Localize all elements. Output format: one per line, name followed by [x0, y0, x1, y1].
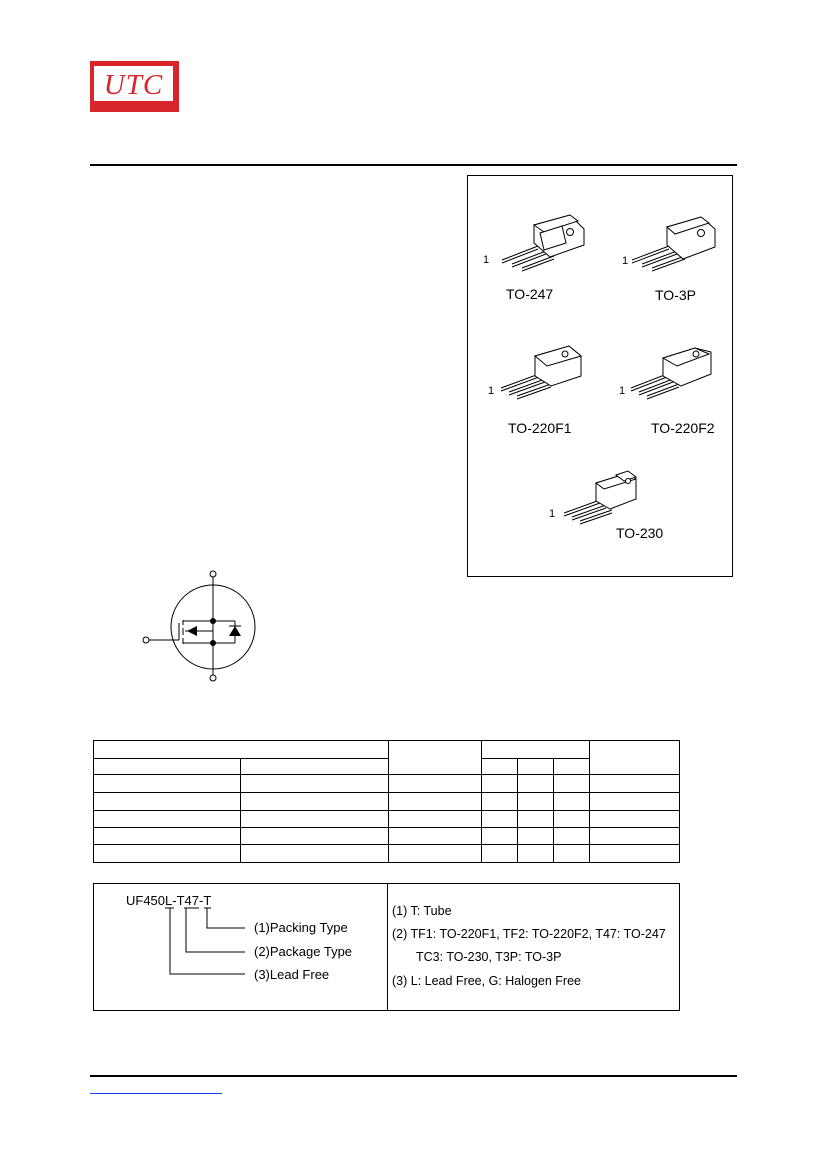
pin1-to3p: 1	[622, 255, 629, 267]
pin1-to247: 1	[483, 254, 490, 266]
table-header-row	[92, 740, 680, 775]
part-sep-1: -	[172, 893, 177, 908]
part-package: T47	[176, 893, 200, 908]
label-to230: TO-230	[616, 525, 664, 541]
table-row	[93, 827, 680, 845]
mosfet-symbol	[142, 570, 256, 682]
part-lead: L	[165, 893, 173, 908]
table-row	[93, 844, 680, 863]
part-packing: T	[203, 893, 212, 908]
utc-logo: UTC	[90, 61, 179, 112]
label-to220f1: TO-220F1	[508, 420, 572, 436]
part-sep-2: -	[199, 893, 204, 908]
label-lead-free: (3)Lead Free	[254, 967, 330, 982]
label-packing-type: (1)Packing Type	[254, 920, 348, 935]
package-box: 1 1 1 1 1 TO-247 TO-3P TO-220F1 TO-220F2…	[467, 175, 733, 577]
label-to220f2: TO-220F2	[651, 420, 715, 436]
pin1-to220f2: 1	[619, 385, 626, 397]
to-230-drawing	[563, 470, 638, 525]
table-subheader-row	[93, 758, 680, 775]
table-row	[93, 810, 680, 828]
footer-rule	[90, 1075, 737, 1077]
marking-leader-lines	[165, 907, 245, 975]
marking-divider	[387, 884, 388, 1010]
header-rule	[90, 164, 737, 166]
to-220f2-drawing	[630, 347, 712, 400]
pin1-to220f1: 1	[488, 385, 495, 397]
note-package-2: TC3: TO-230, T3P: TO-3P	[416, 950, 562, 964]
label-to3p: TO-3P	[655, 287, 696, 303]
ordering-table	[92, 740, 680, 863]
note-packing: (1) T: Tube	[392, 904, 452, 918]
table-row	[93, 774, 680, 793]
note-lead-free: (3) L: Lead Free, G: Halogen Free	[392, 974, 581, 988]
to-247-drawing	[501, 214, 585, 272]
to-3p-drawing	[631, 216, 716, 272]
logo-text: UTC	[103, 69, 164, 101]
label-package-type: (2)Package Type	[254, 944, 353, 959]
website-link[interactable]	[90, 1093, 222, 1094]
note-package-1: (2) TF1: TO-220F1, TF2: TO-220F2, T47: T…	[392, 927, 666, 941]
logo-inner: UTC	[94, 66, 173, 101]
marking-box: UF450L-T47-T (1)Packing Type (2)Package …	[93, 883, 680, 1011]
to-220f1-drawing	[500, 345, 583, 400]
part-prefix: UF450	[126, 893, 166, 908]
pin1-to230: 1	[549, 508, 556, 520]
package-drawings	[500, 214, 716, 525]
label-to247: TO-247	[506, 286, 554, 302]
table-row	[93, 792, 680, 811]
part-number: UF450L-T47-T	[126, 893, 211, 908]
